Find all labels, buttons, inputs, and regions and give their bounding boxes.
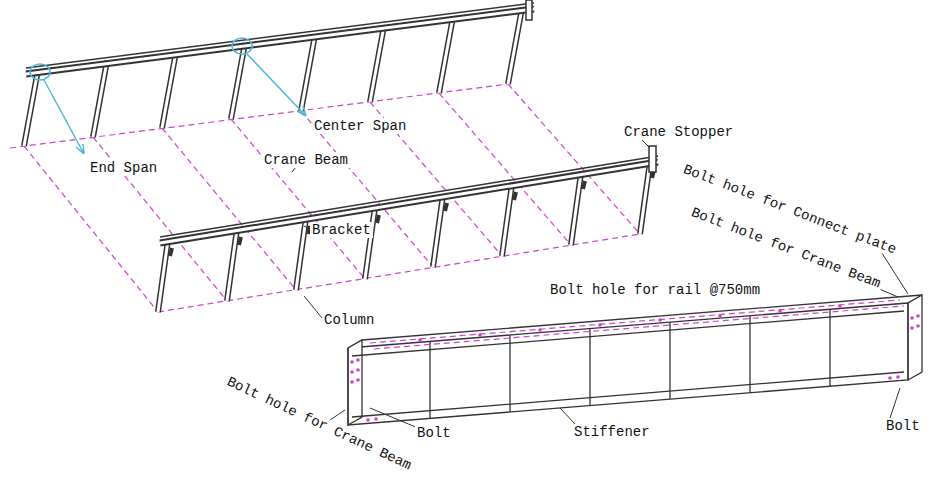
part-label: Column [322, 312, 376, 328]
beam-detail [348, 295, 922, 425]
part-label: Crane Stopper [622, 124, 735, 140]
part-label: Bracket [310, 222, 373, 238]
columns [24, 8, 650, 312]
part-label: Crane Beam [262, 152, 350, 168]
span-grid [10, 84, 640, 312]
rail-bolt-lines [370, 300, 904, 349]
part-label: Stiffener [572, 424, 652, 440]
leader-lines [292, 138, 908, 428]
bolt-holes [350, 304, 920, 422]
part-label: Bolt [884, 418, 922, 434]
span-callouts [30, 38, 306, 154]
part-label: Bolt [415, 425, 453, 441]
part-label: End Span [88, 160, 159, 176]
crane-beams [26, 0, 658, 256]
part-label: Bolt hole for rail @750mm [548, 282, 762, 298]
part-label: Center Span [312, 118, 408, 134]
part-label: Bolt hole for Crane Beam [223, 373, 416, 474]
